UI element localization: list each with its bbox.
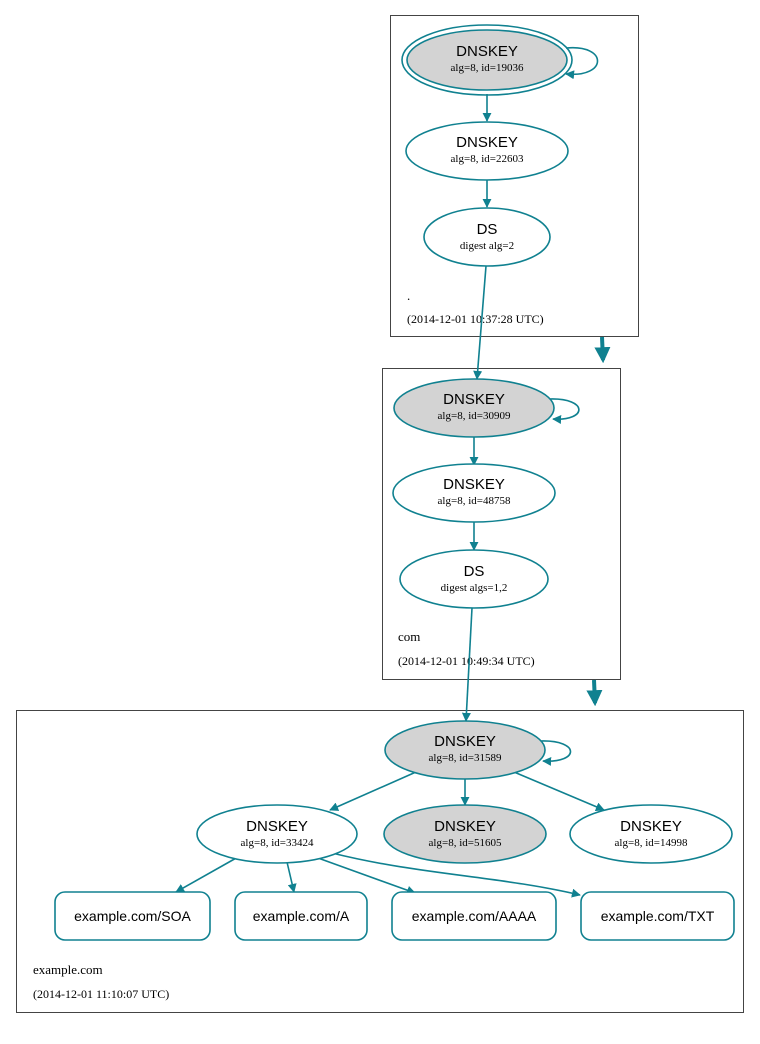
node-root-ksk-title: DNSKEY: [456, 43, 518, 60]
node-root-zsk-shape: [405, 121, 569, 181]
node-ex-key2: DNSKEY alg=8, id=51605: [383, 804, 547, 864]
edges: [175, 46, 605, 898]
node-ex-zsk1: DNSKEY alg=8, id=33424: [196, 804, 358, 864]
node-ex-zsk1-sub: alg=8, id=33424: [241, 837, 314, 849]
node-root-zsk: DNSKEY alg=8, id=22603: [405, 121, 569, 181]
node-root-ds-shape: [423, 207, 551, 267]
node-com-zsk-sub: alg=8, id=48758: [438, 495, 511, 507]
rrset-txt-shape: [580, 891, 735, 941]
node-com-zsk-shape: [392, 463, 556, 523]
node-ex-key2-title: DNSKEY: [434, 818, 496, 835]
node-com-ksk-shape: [393, 378, 555, 438]
node-com-zsk: DNSKEY alg=8, id=48758: [392, 463, 556, 523]
edge-ex-ksk-to-key3: [513, 771, 605, 811]
node-root-ds-sub: digest alg=2: [460, 240, 514, 252]
rrset-aaaa: example.com/AAAA: [391, 891, 557, 941]
node-com-ds-title: DS: [464, 563, 485, 580]
node-ex-key3: DNSKEY alg=8, id=14998: [569, 804, 733, 864]
node-ex-zsk1-title: DNSKEY: [246, 818, 308, 835]
rrset-soa: example.com/SOA: [54, 891, 211, 941]
node-root-zsk-sub: alg=8, id=22603: [451, 153, 524, 165]
edge-com-ksk-self: [549, 398, 580, 424]
node-ex-key3-shape: [569, 804, 733, 864]
zone-com-timestamp: (2014-12-01 10:49:34 UTC): [398, 654, 535, 668]
node-ex-ksk-shape: [384, 720, 546, 780]
node-root-ksk-outer-ring: [401, 24, 573, 96]
node-com-ds: DS digest algs=1,2: [399, 549, 549, 609]
rrset-txt-label: example.com/TXT: [601, 908, 715, 924]
zone-example-name: example.com: [33, 962, 103, 977]
node-ex-ksk: DNSKEY alg=8, id=31589: [384, 720, 546, 780]
node-com-ksk-sub: alg=8, id=30909: [438, 410, 511, 422]
edge-com-ds-to-ex-ksk: [461, 607, 473, 722]
rrset-aaaa-label: example.com/AAAA: [412, 908, 537, 924]
edge-zsk1-to-a: [286, 861, 297, 893]
edge-ex-ksk-to-zsk1: [329, 771, 417, 811]
edge-root-ds-to-com-ksk: [473, 265, 487, 380]
rrset-a: example.com/A: [234, 891, 368, 941]
edge-ex-ksk-self: [540, 740, 572, 766]
node-ex-key2-shape: [383, 804, 547, 864]
edge-zsk1-to-txt: [331, 852, 581, 898]
rrset-txt: example.com/TXT: [580, 891, 735, 941]
node-com-ds-sub: digest algs=1,2: [441, 582, 508, 594]
node-com-ksk-title: DNSKEY: [443, 391, 505, 408]
delegation-arrow-root-to-com: [594, 336, 611, 364]
node-ex-zsk1-shape: [196, 804, 358, 864]
zone-com-name: com: [398, 629, 420, 644]
node-ex-key3-sub: alg=8, id=14998: [615, 837, 688, 849]
zone-root-timestamp: (2014-12-01 10:37:28 UTC): [407, 312, 544, 326]
node-com-ds-shape: [399, 549, 549, 609]
node-ex-ksk-title: DNSKEY: [434, 733, 496, 750]
rrset-a-label: example.com/A: [253, 908, 350, 924]
edge-root-ksk-self: [565, 46, 599, 80]
node-com-zsk-title: DNSKEY: [443, 476, 505, 493]
delegation-arrow-com-to-example: [586, 679, 603, 707]
node-root-ksk: DNSKEY alg=8, id=19036: [401, 24, 573, 96]
node-root-ds: DS digest alg=2: [423, 207, 551, 267]
node-ex-key2-sub: alg=8, id=51605: [429, 837, 502, 849]
rrset-soa-label: example.com/SOA: [74, 908, 191, 924]
node-ex-ksk-sub: alg=8, id=31589: [429, 752, 502, 764]
node-root-zsk-title: DNSKEY: [456, 134, 518, 151]
node-ex-key3-title: DNSKEY: [620, 818, 682, 835]
node-root-ksk-sub: alg=8, id=19036: [451, 62, 524, 74]
delegation-arrows: [586, 336, 611, 707]
rrset-a-shape: [234, 891, 368, 941]
edge-zsk1-to-aaaa: [317, 857, 416, 895]
node-root-ds-title: DS: [477, 221, 498, 238]
edge-zsk1-to-soa: [175, 856, 239, 893]
rrset-aaaa-shape: [391, 891, 557, 941]
zone-root-name: .: [407, 288, 410, 303]
nodes: DNSKEY alg=8, id=19036 DNSKEY alg=8, id=…: [54, 24, 735, 941]
node-root-ksk-shape: [406, 29, 568, 91]
node-com-ksk: DNSKEY alg=8, id=30909: [393, 378, 555, 438]
rrset-soa-shape: [54, 891, 211, 941]
zone-example-timestamp: (2014-12-01 11:10:07 UTC): [33, 987, 169, 1001]
